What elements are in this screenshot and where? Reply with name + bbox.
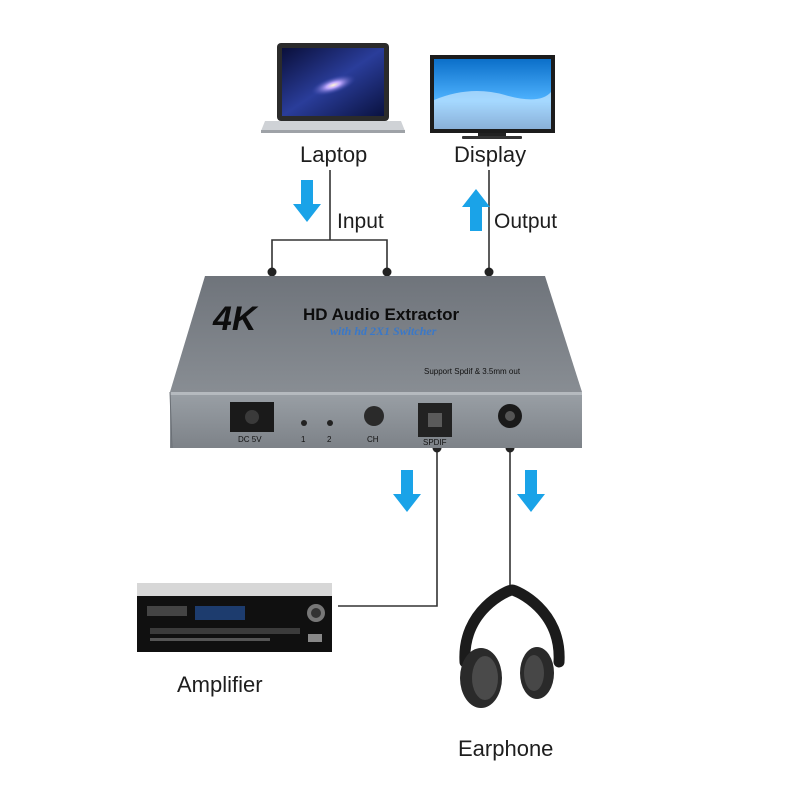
port-label-spdif: SPDIF: [423, 438, 447, 447]
earphone-icon: [460, 590, 559, 708]
extractor-title: HD Audio Extractor: [303, 305, 459, 325]
ch-button-icon: [364, 406, 384, 426]
input-label: Input: [337, 210, 384, 234]
port-label-dc: DC 5V: [238, 435, 262, 444]
earphone-label: Earphone: [458, 736, 553, 762]
laptop-icon: [261, 43, 405, 133]
input-arrow-icon: [293, 180, 321, 222]
display-label: Display: [454, 142, 526, 168]
led-1-icon: [301, 420, 307, 426]
port-label-ch: CH: [367, 435, 379, 444]
output-label: Output: [494, 210, 557, 234]
amplifier-label: Amplifier: [177, 672, 263, 698]
earphone-arrow-icon: [517, 470, 545, 512]
led-2-icon: [327, 420, 333, 426]
port-label-2: 2: [327, 435, 331, 444]
extractor-note: Support Spdif & 3.5mm out: [424, 367, 520, 376]
extractor-subtitle: with hd 2X1 Switcher: [330, 324, 436, 339]
port-label-1: 1: [301, 435, 305, 444]
display-icon: [430, 55, 555, 139]
amplifier-icon: [137, 583, 332, 652]
spdif-arrow-icon: [393, 470, 421, 512]
output-arrow-icon: [462, 189, 490, 231]
extractor-badge: 4K: [213, 300, 256, 339]
laptop-label: Laptop: [300, 142, 367, 168]
